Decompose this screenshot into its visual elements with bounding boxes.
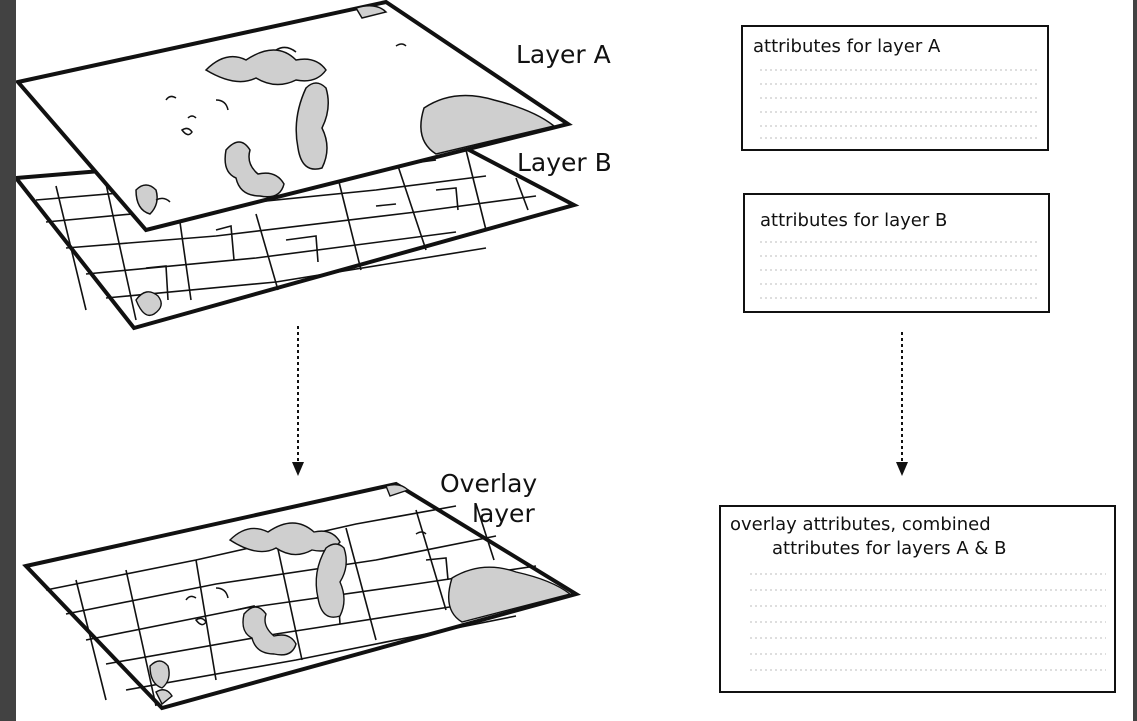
attributes-box-b: attributes for layer B [743,193,1050,313]
attributes-box-overlay-line1: overlay attributes, combined [730,514,991,535]
overlay-diagram: Layer A Layer B [16,0,1116,711]
layer-b-label: Layer B [517,148,612,177]
arrow-left-down [292,326,304,476]
attributes-box-a-title: attributes for layer A [753,36,941,57]
diagram-canvas: Layer A Layer B [16,0,1133,721]
attributes-box-b-title: attributes for layer B [760,210,947,231]
overlay-layer-map [22,481,581,711]
layer-a-map [16,0,573,233]
attributes-box-overlay-line2: attributes for layers A & B [772,538,1006,559]
attributes-box-overlay: overlay attributes, combined attributes … [719,505,1116,693]
arrow-right-down [896,332,908,476]
attributes-box-a: attributes for layer A [741,25,1049,151]
overlay-label-line1: Overlay [440,469,537,498]
layer-a-label: Layer A [516,40,611,69]
overlay-label-line2: layer [472,499,535,528]
